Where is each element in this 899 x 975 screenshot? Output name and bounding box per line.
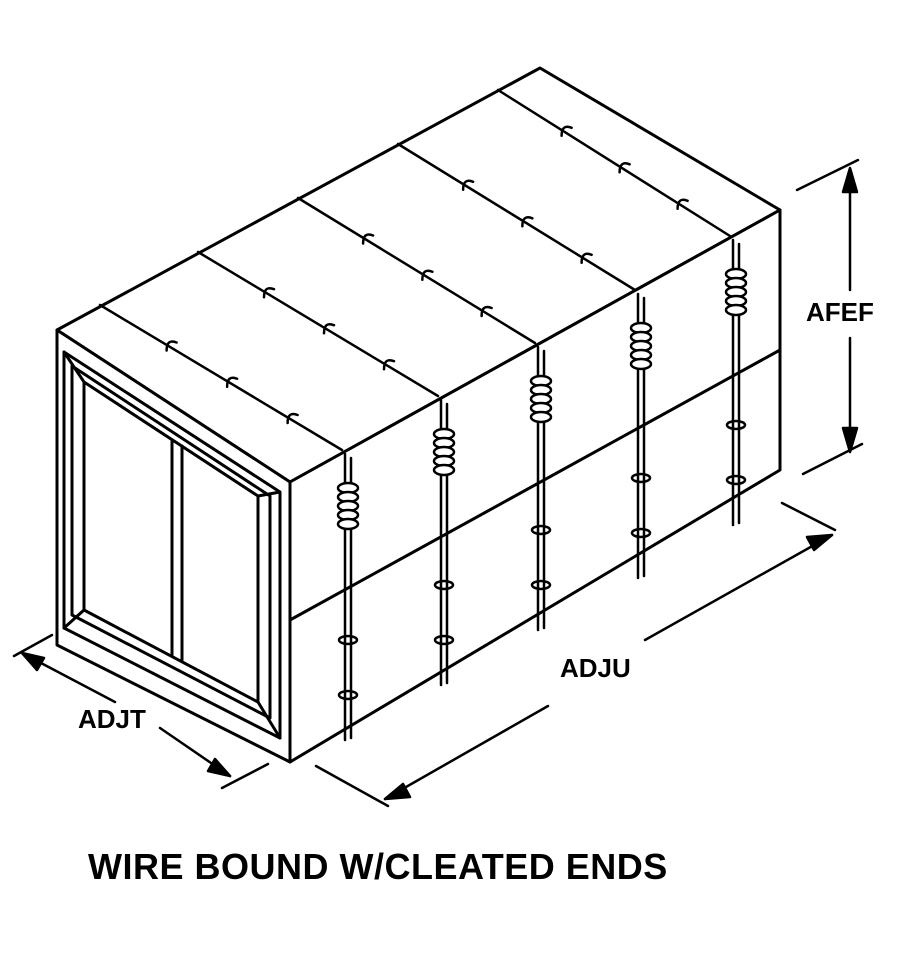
dimension-lines xyxy=(12,158,864,808)
wire-top xyxy=(396,142,637,292)
staple-icon xyxy=(560,125,573,138)
staple-icon xyxy=(322,322,336,335)
wire-top xyxy=(296,196,537,345)
staple-icon xyxy=(382,358,396,371)
binding-wires xyxy=(98,88,748,742)
side-staple xyxy=(433,634,455,646)
staple-icon xyxy=(480,305,493,318)
side-staple xyxy=(530,579,552,591)
staple-icon xyxy=(262,286,276,299)
staple-icon xyxy=(461,179,475,192)
side-staple xyxy=(530,524,552,536)
staple-icon xyxy=(421,269,434,281)
staple-icon xyxy=(286,412,299,425)
wire-twist xyxy=(336,517,360,531)
side-staple xyxy=(725,419,747,431)
staple-icon xyxy=(676,198,689,211)
staple-icon xyxy=(521,216,534,228)
height-dimension-label: AFEF xyxy=(806,297,874,327)
wire-top xyxy=(496,88,732,238)
staple-icon xyxy=(361,233,375,245)
wire-twist xyxy=(629,357,653,371)
side-staple xyxy=(630,527,652,539)
diagram-title: WIRE BOUND W/CLEATED ENDS xyxy=(88,846,668,887)
side-staple xyxy=(630,472,652,484)
wire-top xyxy=(98,303,344,452)
side-staple xyxy=(433,579,455,591)
side-staple xyxy=(725,474,747,486)
wire-twist xyxy=(529,410,553,424)
staple-icon xyxy=(580,252,593,265)
length-dimension-label: ADJU xyxy=(560,653,631,683)
wire-twist xyxy=(724,303,748,317)
staple-icon xyxy=(165,340,178,352)
side-staple xyxy=(337,689,359,701)
staple-icon xyxy=(618,162,631,174)
staple-icon xyxy=(225,376,239,388)
box-front-cleated-end xyxy=(55,328,292,764)
wire-top xyxy=(196,250,440,398)
wire-twist xyxy=(432,463,456,477)
width-dimension-label: ADJT xyxy=(78,704,146,734)
side-staple xyxy=(337,634,359,646)
